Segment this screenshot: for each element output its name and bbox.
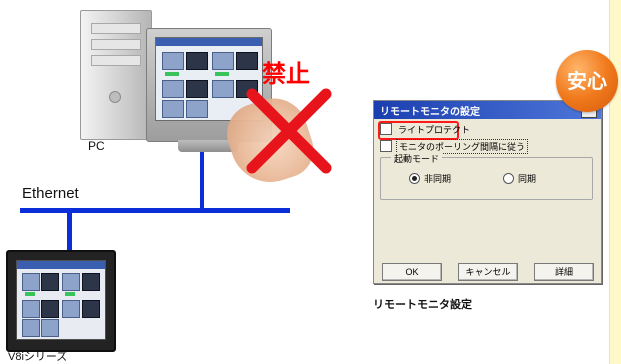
- hmi-screen-panel: [41, 319, 59, 337]
- hmi-screen-panel: [22, 319, 40, 337]
- device-label: V8iシリーズ: [8, 351, 68, 363]
- ok-button[interactable]: OK: [382, 263, 442, 281]
- radio-async[interactable]: [409, 173, 420, 184]
- radio-async-label: 非同期: [424, 174, 452, 184]
- radio-sync-option[interactable]: 同期: [503, 172, 536, 185]
- screen-panel: [162, 100, 184, 118]
- screen-titlebar: [156, 38, 262, 46]
- radio-async-option[interactable]: 非同期: [409, 172, 451, 185]
- screen-panel: [162, 52, 184, 70]
- remote-monitor-settings-dialog: リモートモニタの設定 × ライトプロテクト モニタのポーリング間隔に従う 起動モ…: [373, 100, 602, 284]
- details-button[interactable]: 詳細: [534, 263, 594, 281]
- drive-slot: [91, 23, 141, 34]
- ethernet-line: [20, 208, 290, 213]
- drive-slot: [91, 39, 141, 50]
- hmi-screen-panel: [41, 273, 59, 291]
- screen-panel: [212, 52, 234, 70]
- cancel-button[interactable]: キャンセル: [458, 263, 518, 281]
- polling-follow-checkbox[interactable]: [380, 140, 392, 152]
- hmi-screen-panel: [82, 273, 100, 291]
- screen-panel: [236, 52, 258, 70]
- hmi-screen-panel: [62, 300, 80, 318]
- radio-sync[interactable]: [503, 173, 514, 184]
- screen-panel: [186, 100, 208, 118]
- power-button-illustration: [109, 91, 121, 103]
- write-protect-label: ライトプロテクト: [398, 124, 471, 135]
- pc-network-drop: [200, 152, 204, 210]
- dialog-caption: リモートモニタ設定: [373, 299, 472, 311]
- startup-mode-label: 起動モード: [391, 152, 443, 165]
- screen-panel: [212, 80, 234, 98]
- dialog-title: リモートモニタの設定: [380, 107, 480, 118]
- pc-label: PC: [88, 139, 105, 153]
- hmi-screen-panel: [22, 273, 40, 291]
- prohibited-x-icon: [246, 88, 332, 174]
- hmi-screen-panel: [82, 300, 100, 318]
- hmi-screen-panel: [22, 300, 40, 318]
- pc-tower-illustration: [80, 10, 152, 140]
- screen-status-green: [165, 72, 179, 76]
- hmi-screen: [16, 260, 106, 340]
- polling-follow-option[interactable]: モニタのポーリング間隔に従う: [380, 138, 529, 154]
- hmi-panel-illustration: [6, 250, 116, 352]
- screen-panel: [186, 52, 208, 70]
- pc-monitor-illustration: [146, 28, 272, 142]
- side-strip: [609, 0, 621, 364]
- radio-sync-label: 同期: [518, 174, 537, 184]
- hmi-status-green: [25, 292, 35, 296]
- polling-follow-label: モニタのポーリング間隔に従う: [396, 138, 529, 154]
- pc-screen: [155, 37, 263, 121]
- forbidden-label: 禁止: [262, 60, 310, 88]
- screen-panel: [186, 80, 208, 98]
- hmi-screen-panel: [41, 300, 59, 318]
- drive-slot: [91, 55, 141, 66]
- safe-badge: 安心: [556, 50, 618, 112]
- write-protect-checkbox[interactable]: [380, 123, 392, 135]
- ethernet-label: Ethernet: [22, 185, 79, 202]
- hmi-screen-panel: [62, 273, 80, 291]
- screen-status-green: [215, 72, 229, 76]
- startup-mode-group: 起動モード 非同期 同期: [380, 152, 593, 200]
- device-network-drop: [67, 212, 72, 252]
- hmi-status-green: [65, 292, 75, 296]
- screen-panel: [162, 80, 184, 98]
- write-protect-option[interactable]: ライトプロテクト: [380, 122, 472, 136]
- monitor-stand: [178, 140, 238, 152]
- hmi-screen-titlebar: [17, 261, 105, 269]
